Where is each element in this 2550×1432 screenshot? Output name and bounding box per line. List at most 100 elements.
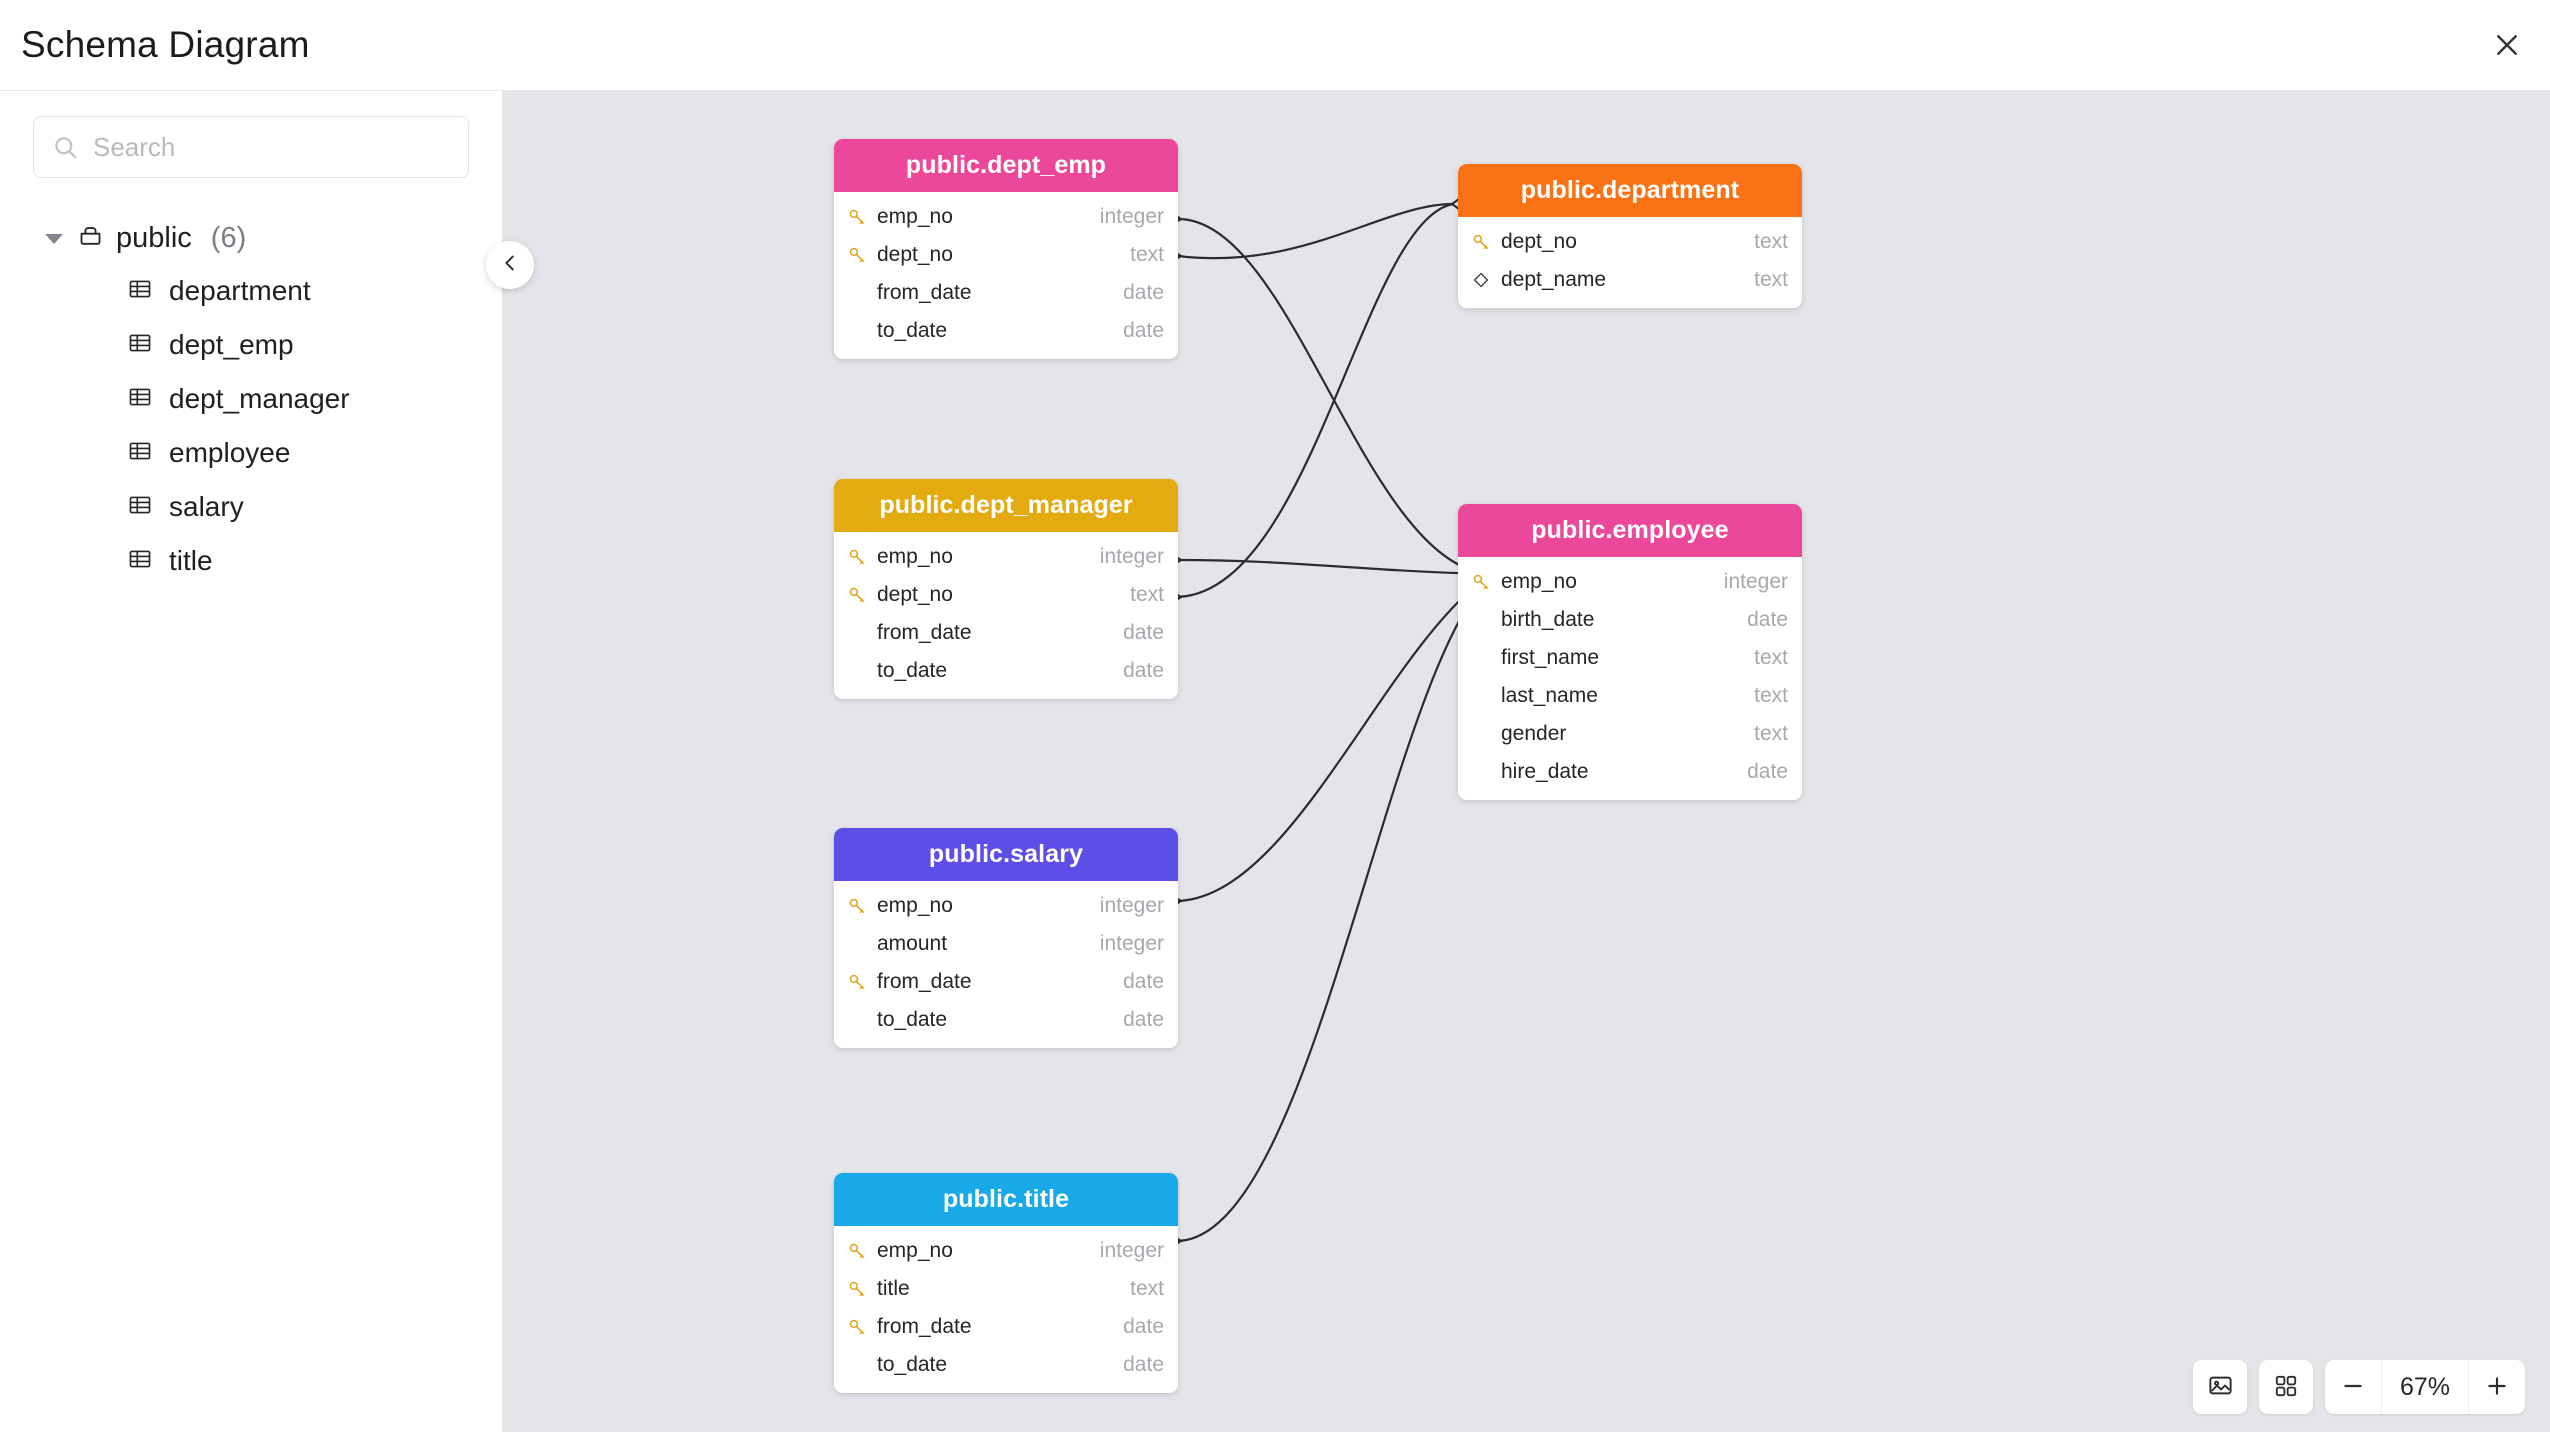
table-node-header[interactable]: public.title <box>834 1173 1178 1226</box>
key-icon <box>846 207 868 227</box>
sidebar-item-label: title <box>169 545 213 576</box>
sidebar-item-label: department <box>169 275 311 306</box>
table-icon <box>127 276 153 307</box>
sidebar-item-department[interactable]: department <box>0 264 502 318</box>
column-name: amount <box>877 932 948 955</box>
chevron-down-icon[interactable] <box>45 233 63 244</box>
zoom-level-label[interactable]: 67% <box>2381 1360 2469 1414</box>
table-node-header[interactable]: public.salary <box>834 828 1178 881</box>
table-icon <box>127 438 153 469</box>
key-icon <box>846 1241 868 1261</box>
sidebar-item-employee[interactable]: employee <box>0 426 502 480</box>
column-name: dept_no <box>877 583 953 606</box>
column-name: emp_no <box>877 1239 953 1262</box>
column-name: emp_no <box>1501 570 1577 593</box>
column-name: first_name <box>1501 646 1600 669</box>
sidebar-item-title[interactable]: title <box>0 534 502 588</box>
schema-icon <box>77 223 104 255</box>
column-name: to_date <box>877 1008 948 1031</box>
canvas-toolbar: 67% <box>2193 1360 2525 1414</box>
schema-tree: public (6) department dept_emp dept_manage… <box>0 213 502 588</box>
auto-layout-button[interactable] <box>2259 1360 2313 1414</box>
table-icon <box>127 330 153 361</box>
table-node-header[interactable]: public.employee <box>1458 504 1802 557</box>
body-area: public (6) department dept_emp dept_manage… <box>0 91 2550 1432</box>
table-node-header[interactable]: public.dept_manager <box>834 479 1178 532</box>
column-type: date <box>1747 760 1788 783</box>
column-name: from_date <box>877 1315 972 1338</box>
schema-name: public <box>116 222 192 254</box>
sidebar-item-dept-manager[interactable]: dept_manager <box>0 372 502 426</box>
sidebar-collapse-button[interactable] <box>486 241 534 289</box>
search-wrapper <box>0 116 502 178</box>
table-icon <box>127 384 153 415</box>
column-row[interactable]: to_date date <box>834 1001 1178 1039</box>
column-name: to_date <box>877 1353 948 1376</box>
column-name: from_date <box>877 970 972 993</box>
search-input[interactable] <box>93 131 450 163</box>
tree-schema-public[interactable]: public (6) <box>0 213 502 264</box>
column-name: hire_date <box>1501 760 1589 783</box>
header-bar: Schema Diagram <box>0 0 2550 91</box>
close-button[interactable] <box>2480 18 2534 72</box>
column-name: dept_name <box>1501 268 1607 291</box>
column-type: date <box>1123 319 1164 342</box>
column-row[interactable]: hire_date date <box>1458 753 1802 791</box>
schema-table-count: (6) <box>210 222 247 254</box>
column-name: from_date <box>877 281 972 304</box>
key-icon <box>846 245 868 265</box>
zoom-in-button[interactable] <box>2469 1360 2525 1414</box>
search-icon <box>52 134 79 161</box>
sidebar-item-salary[interactable]: salary <box>0 480 502 534</box>
export-image-button[interactable] <box>2193 1360 2247 1414</box>
search-box[interactable] <box>33 116 469 178</box>
table-node-header[interactable]: public.department <box>1458 164 1802 217</box>
zoom-out-button[interactable] <box>2325 1360 2381 1414</box>
table-node-header[interactable]: public.dept_emp <box>834 139 1178 192</box>
column-name: dept_no <box>1501 230 1577 253</box>
sidebar-item-label: dept_manager <box>169 383 350 414</box>
diamond-icon <box>1470 271 1492 289</box>
column-type: text <box>1130 1277 1164 1300</box>
page-title: Schema Diagram <box>21 24 310 65</box>
sidebar-item-dept-emp[interactable]: dept_emp <box>0 318 502 372</box>
key-icon <box>846 972 868 992</box>
column-type: text <box>1754 684 1788 707</box>
image-icon <box>2207 1372 2234 1402</box>
column-type: date <box>1123 1008 1164 1031</box>
